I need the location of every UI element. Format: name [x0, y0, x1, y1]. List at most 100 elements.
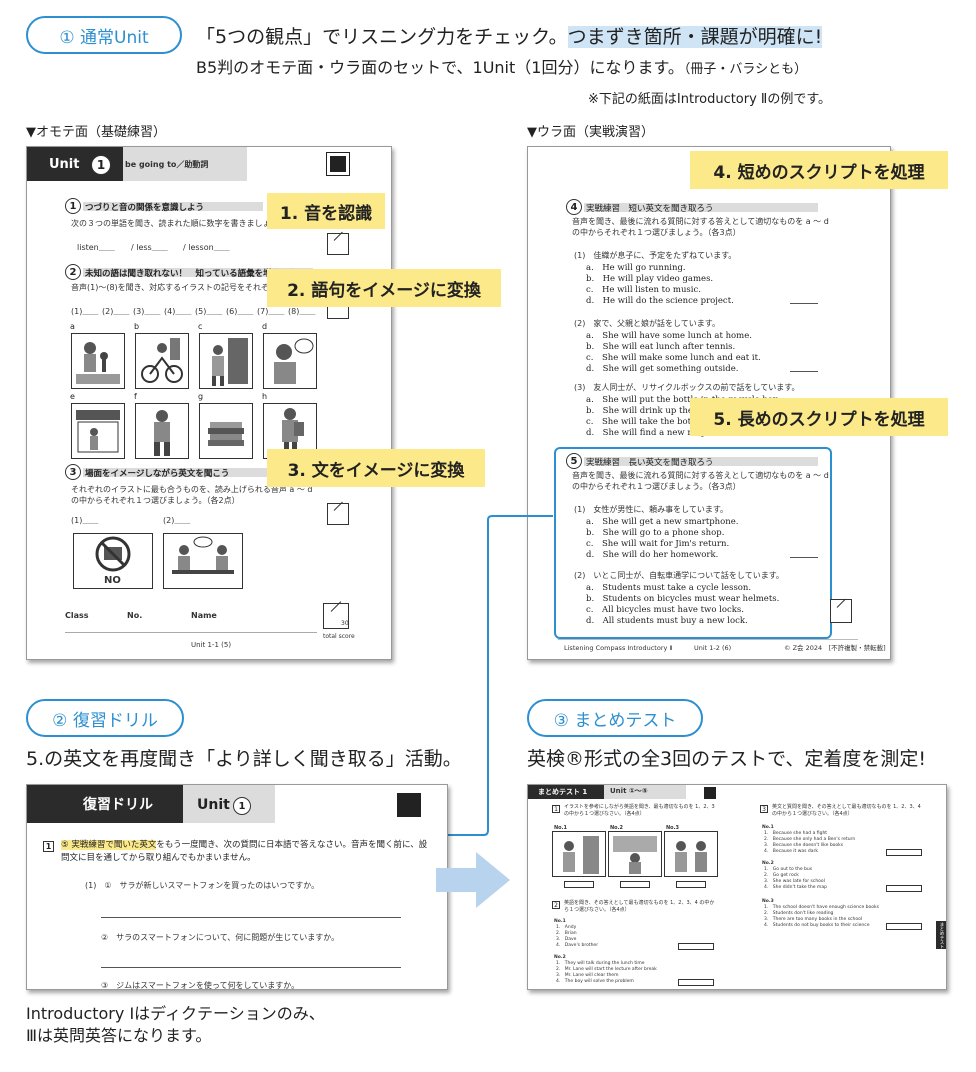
q2-blank-7: (7)＿＿ [257, 307, 285, 316]
illustration-label-d: d [262, 322, 268, 331]
test-picture-2 [608, 831, 662, 877]
q5-1-lead: (1) 女性が男性に、頼み事をしています。 [574, 505, 729, 514]
test-p2-item-1-opt-4: 4. Dave's brother [556, 943, 599, 948]
q1-bar [83, 202, 263, 211]
summary-test-pill: ③ まとめテスト [527, 699, 703, 737]
q4-3-opt-c: c. She will take the bottle home. [586, 417, 732, 427]
illustration-b: b [134, 322, 189, 389]
test-p3-item-2-opt-1: 1. Go out to the bus [764, 867, 813, 872]
q3-instruction: それぞれのイラストに最も合うものを、読み上げられる音声 a ～ d の中からそれ… [71, 485, 313, 505]
q3-num: 3 [65, 464, 81, 480]
review-item-3: ③ ジムはスマートフォンを使って何をしていますか。 [101, 981, 300, 990]
front-title-num: 1 [91, 155, 111, 175]
review-caption-b: Ⅲは英問英答になります。 [26, 1026, 212, 1045]
front-caption: ▼オモテ面（基礎練習） [26, 125, 166, 140]
flow-arrow-icon [436, 852, 510, 908]
q1-num: 1 [65, 198, 81, 214]
test-p3-item-1-opt-3: 3. Because she doesn't like books [764, 843, 844, 848]
q4-2-answer-line [790, 371, 818, 372]
q3-heading: 場面をイメージしながら英文を聞こう [85, 469, 230, 479]
back-footer-mid: Unit 1-2 (6) [694, 644, 732, 652]
front-footer-no: No. [127, 611, 143, 620]
q2-blank-5: (5)＿＿ [195, 307, 223, 316]
illustration-f: f [134, 392, 189, 459]
test-side-tab: まとめテスト [936, 921, 946, 949]
top-subline: B5判のオモテ面・ウラ面のセットで、1Unit（1回分）になります。（冊子・バラ… [196, 54, 807, 78]
test-p2-item-1-opt-3: 3. Dave [556, 937, 577, 942]
q4-3-opt-d: d. She will find a new recycle box. [586, 428, 740, 438]
test-p3-item-1-label: No.1 [762, 825, 774, 830]
q5-instruction: 音声を聞き、最後に流れる質問に対する答えとして適切なものを a ～ d の中から… [572, 471, 829, 491]
back-footer-right: © Z会 2024 [不許複製・禁転載] [784, 644, 886, 652]
door-icon [212, 338, 248, 386]
q5-highlight-frame [554, 447, 832, 639]
test-sheet: まとめテスト 1 Unit ①～⑤ 1 イラストを参考にしながら英語を聞き、最も… [527, 784, 947, 990]
test-p1-label-2: No.2 [610, 825, 623, 831]
top-subline-main: B5判のオモテ面・ウラ面のセットで、1Unit（1回分）になります。 [196, 58, 684, 77]
test-p2-item-1-label: No.1 [554, 919, 566, 924]
test-p2-item-1-opt-2: 2. Brian [556, 931, 577, 936]
test-unit-bar [604, 785, 686, 799]
thinking-man-icon [274, 338, 314, 384]
test-p2-num: 2 [552, 901, 560, 909]
no-label: NO [104, 575, 121, 586]
test-p3-num: 3 [760, 805, 768, 813]
review-title: 復習ドリル [83, 797, 153, 813]
sticky-note-2: 2. 語句をイメージに変換 [267, 269, 501, 307]
books-icon [208, 422, 244, 446]
q2-blank-8: (8)＿＿ [288, 307, 316, 316]
test-scene-2-icon [613, 836, 657, 874]
review-sheet: 復習ドリル Unit 1 1 ⑤ 実戦練習で聞いた英文をもう一度聞き、次の質問に… [26, 784, 448, 990]
illustration-d: d [262, 322, 317, 389]
top-headline-a: 「5つの観点」でリスニング力をチェック。 [196, 26, 568, 48]
front-footer-class: Class [65, 611, 89, 620]
test-p3-item-3-opt-4: 4. Students do not buy books to their sc… [764, 923, 870, 928]
test-p3-item-3-opt-2: 2. Students don't like reading [764, 911, 834, 916]
test-p3-answer-3 [886, 923, 922, 930]
test-p1-label-3: No.3 [666, 825, 679, 831]
test-p3-item-3-label: No.3 [762, 899, 774, 904]
q3-bar [83, 468, 293, 477]
top-headline-b: つまずき箇所・課題が明確に! [567, 26, 823, 48]
illustration-label-f: f [134, 392, 137, 401]
illustration-label-a: a [70, 322, 75, 331]
test-answer-boxes-3 [676, 881, 706, 888]
test-p3-item-3-opt-1: 1. The school doesn't have enough scienc… [764, 905, 879, 910]
normal-unit-pill: ① 通常Unit [26, 16, 182, 54]
q5-heading: 実戦練習 長い英文を聞き取ろう [586, 458, 714, 468]
q4-1-answer-line [790, 303, 818, 304]
test-unit-label: Unit ①～⑤ [610, 787, 648, 795]
worker-icon [154, 410, 170, 456]
test-headline: 英検®形式の全3回のテストで、定着度を測定! [527, 748, 926, 770]
back-score-box [830, 599, 852, 623]
illustration-label-e: e [70, 392, 75, 401]
test-p1-num: 1 [552, 805, 560, 813]
q2-bar [83, 268, 313, 277]
review-item-1: (1) ① サラが新しいスマートフォンを買ったのはいつですか。 [85, 881, 320, 890]
review-unit-bar [183, 785, 275, 823]
total-score-label: total score [323, 633, 355, 640]
q1-word-2: / less＿＿ [131, 243, 168, 252]
front-footer-unit: Unit 1-1 (5) [191, 641, 232, 649]
q4-2-opt-a: a. She will have some lunch at home. [586, 331, 752, 341]
q4-num: 4 [566, 199, 582, 215]
q4-3-opt-a: a. She will put the bottle in the recycl… [586, 395, 781, 405]
q4-2-opt-b: b. She will eat lunch after tennis. [586, 342, 736, 352]
review-q-text: ⑤ 実戦練習で聞いた英文をもう一度聞き、次の質問に日本語で答えなさい。音声を聞く… [61, 839, 431, 865]
sticky-note-4: 4. 短めのスクリプトを処理 [690, 151, 948, 189]
test-p1-label-1: No.1 [554, 825, 567, 831]
test-p2-item-2-opt-3: 3. Mr. Lane will clear them [556, 973, 619, 978]
q5-2-opt-c: c. All bicycles must have two locks. [586, 605, 744, 615]
q5-1-opt-b: b. She will go to a phone shop. [586, 528, 725, 538]
sticky-note-3: 3. 文をイメージに変換 [267, 449, 485, 487]
illustration-c: c [198, 322, 253, 389]
test-p3-item-2-opt-4: 4. She didn't take the map [764, 885, 827, 890]
test-side-tab-label: まとめテスト [939, 921, 944, 949]
back-footer-left: Listening Compass Introductory Ⅱ [564, 644, 673, 652]
q1-instruction: 次の３つの単語を聞き、読まれた順に数字を書きましょう。 (3点) [71, 219, 310, 228]
test-p3-answer-2 [886, 885, 922, 892]
q4-2-opt-c: c. She will make some lunch and eat it. [586, 353, 761, 363]
store-icon [76, 410, 120, 453]
test-picture-1 [552, 831, 606, 877]
test-p2-item-2-label: No.2 [554, 955, 566, 960]
